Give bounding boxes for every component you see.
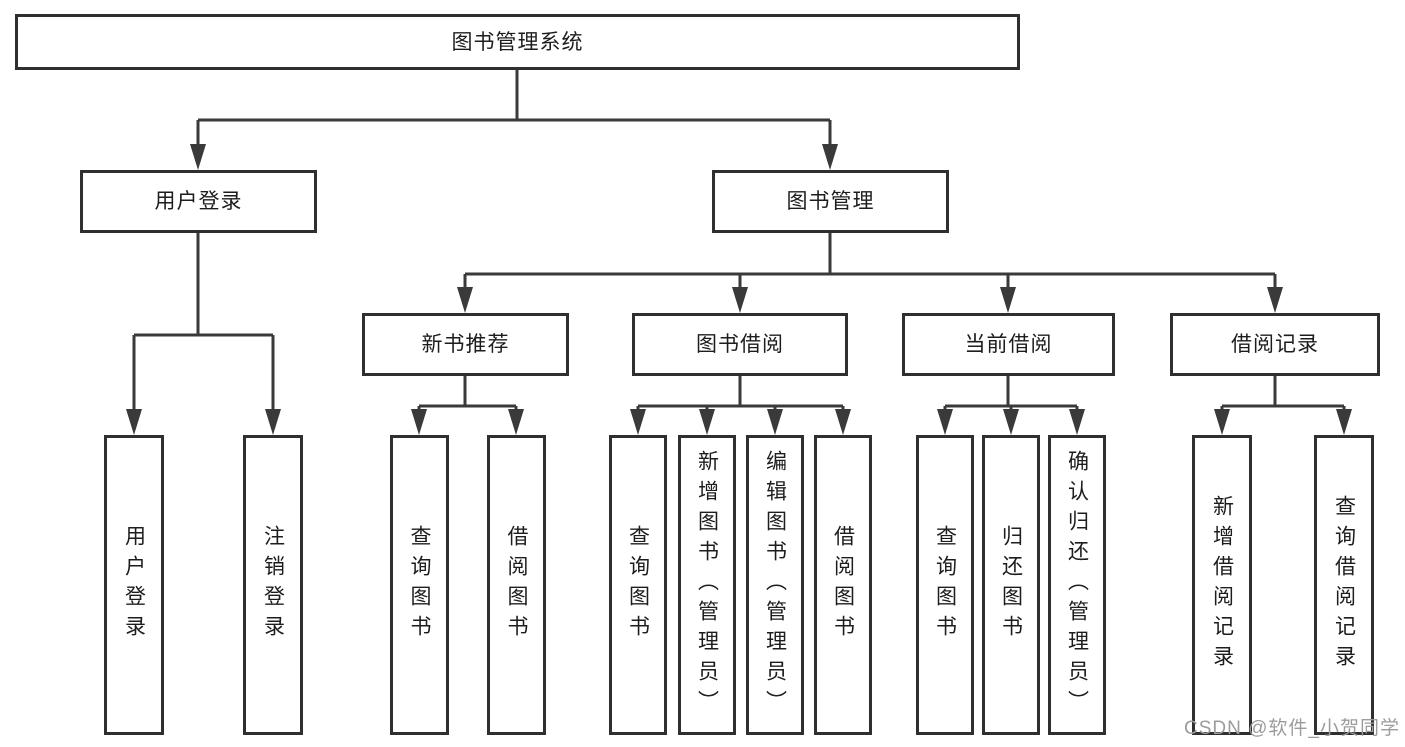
leaf-logout: 注销登录 [243,435,303,735]
leaf-label: 借阅图书 [505,525,528,645]
node-library-management-system: 图书管理系统 [15,14,1020,70]
leaf-query-borrow-record: 查询借阅记录 [1314,435,1374,735]
node-book-management-branch: 图书管理 [712,170,949,233]
node-current-borrow: 当前借阅 [902,313,1115,376]
leaf-label: 查询借阅记录 [1332,495,1356,675]
leaf-label: 新增借阅记录 [1210,495,1234,675]
node-book-borrow: 图书借阅 [632,313,848,376]
node-borrow-record: 借阅记录 [1170,313,1380,376]
leaf-label: 查询图书 [408,525,431,645]
leaf-label: 注销登录 [261,525,285,645]
leaf-edit-books-admin: 编辑图书（管理员） [746,435,804,735]
leaf-label: 查询图书 [626,525,650,645]
connector-user-login-to-leaves [126,233,281,435]
connector-root-to-level2 [190,70,838,170]
leaf-return-books: 归还图书 [982,435,1040,735]
leaf-user-login: 用户登录 [104,435,164,735]
leaf-query-books-borrow: 查询图书 [609,435,667,735]
csdn-watermark: CSDN @软件_小贺同学 [1184,718,1400,739]
leaf-borrow-books-recommend: 借阅图书 [487,435,546,735]
leaf-query-books-current: 查询图书 [916,435,974,735]
connector-current-borrow-to-leaves [937,376,1085,435]
leaf-label: 借阅图书 [831,525,855,645]
node-new-book-recommend: 新书推荐 [362,313,569,376]
connector-borrow-record-to-leaves [1214,376,1352,435]
leaf-label: 归还图书 [999,525,1023,645]
leaf-confirm-return-admin: 确认归还（管理员） [1048,435,1106,735]
connector-book-borrow-to-leaves [630,376,851,435]
leaf-label: 新增图书（管理员） [695,450,719,720]
leaf-label: 编辑图书（管理员） [763,450,787,720]
leaf-add-borrow-record: 新增借阅记录 [1192,435,1252,735]
leaf-add-books-admin: 新增图书（管理员） [678,435,736,735]
leaf-label: 用户登录 [122,525,146,645]
node-user-login-branch: 用户登录 [80,170,317,233]
leaf-label: 查询图书 [933,525,957,645]
connector-new-book-recommend-to-leaves [411,376,524,435]
leaf-query-books-recommend: 查询图书 [390,435,449,735]
leaf-label: 确认归还（管理员） [1065,450,1089,720]
leaf-borrow-books: 借阅图书 [814,435,872,735]
connector-book-management-to-level3 [457,233,1283,313]
